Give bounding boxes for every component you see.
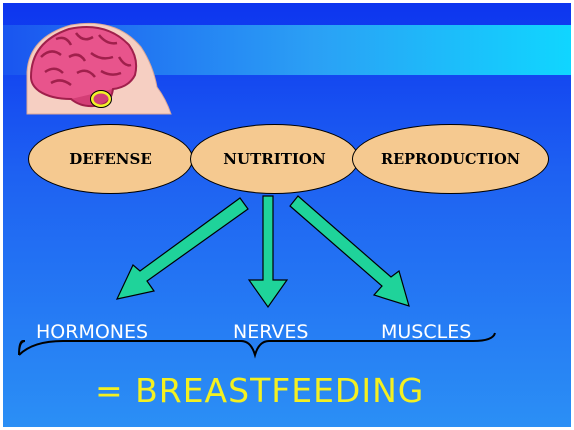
outcome-nerves: NERVES	[233, 321, 308, 343]
arrow-down-icon	[290, 196, 409, 306]
slide: DEFENSE NUTRITION REPRODUCTION HORMONES …	[3, 3, 571, 427]
arrows-layer	[3, 3, 571, 427]
result-text: = BREASTFEEDING	[95, 371, 424, 410]
outcome-muscles: MUSCLES	[381, 321, 471, 343]
outcome-hormones: HORMONES	[36, 321, 148, 343]
arrow-down-icon	[117, 198, 248, 299]
arrow-down-icon	[249, 196, 287, 307]
